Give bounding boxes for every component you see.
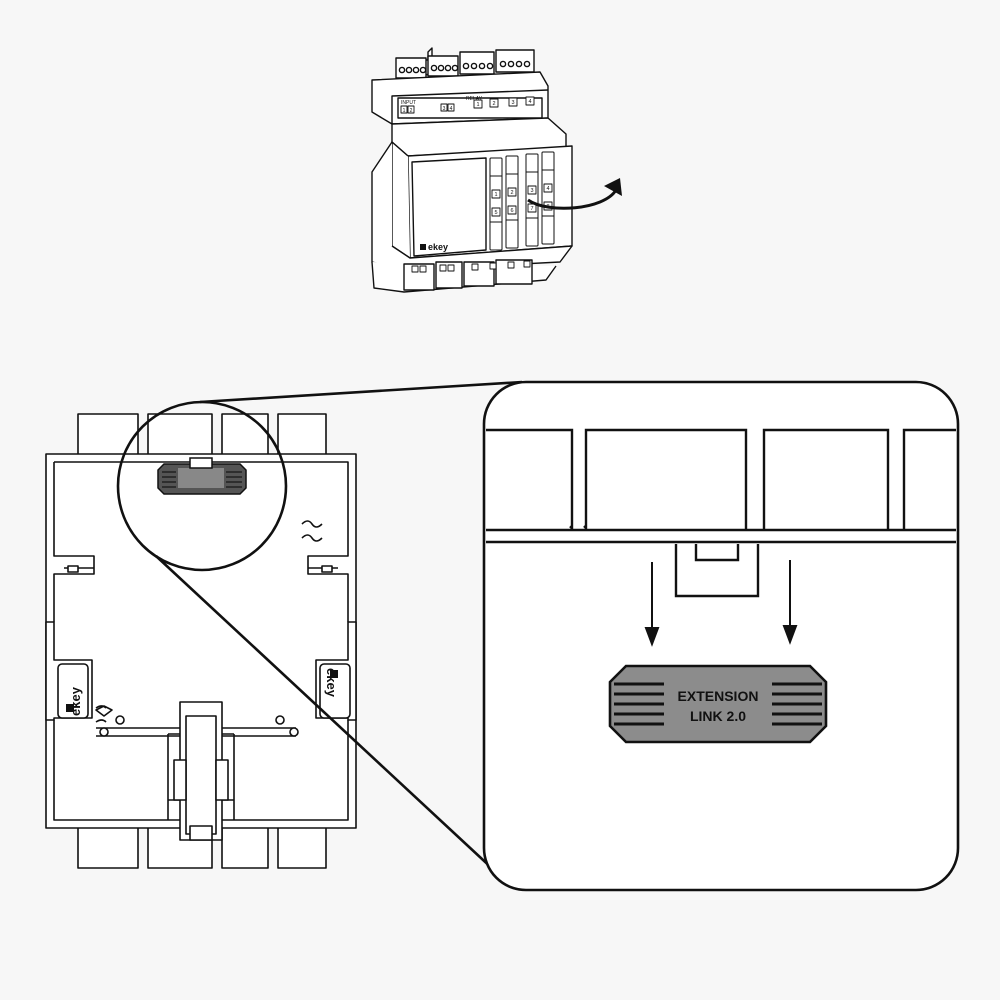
led-number: 6 [510,208,513,214]
input-number: 4 [450,106,453,112]
led-number: 4 [546,186,549,192]
led-number: 7 [530,206,533,212]
device-logo: ekey [420,242,448,252]
relay-number: 1 [476,102,479,108]
input-number: 2 [410,108,413,114]
down-arrow-icon [644,562,660,647]
connector-label-line2: LINK 2.0 [690,708,746,724]
input-number: 3 [443,106,446,112]
relay-number: 4 [528,99,531,105]
relay-label: RELAY [466,96,483,102]
led-columns [489,151,555,251]
small-extension-connector [157,457,247,495]
device-brand-text: ekey [428,242,448,252]
extension-link-connector: EXTENSION LINK 2.0 [608,664,828,744]
led-number: 1 [494,192,497,198]
bottom-terminal-blocks [403,259,533,291]
device-front-view: INPUT RELAY 1 2 3 4 1 2 3 4 [371,47,573,293]
top-terminal-blocks [395,47,535,79]
input-label: INPUT [401,100,416,106]
relay-number: 2 [492,101,495,107]
relay-number-boxes [473,96,535,109]
rotate-arrow-icon [527,178,622,210]
zoom-indicator [116,380,523,873]
led-number: 5 [494,210,497,216]
input-number-boxes [400,103,455,114]
down-arrow-icon [782,560,798,645]
input-number: 1 [403,108,406,114]
device-back-view: ekey ekey [45,413,357,869]
led-number: 2 [510,190,513,196]
relay-number: 3 [511,100,514,106]
connector-label-line1: EXTENSION [678,688,759,704]
zoom-callout-panel: EXTENSION LINK 2.0 [482,380,960,892]
led-number: 3 [530,188,533,194]
